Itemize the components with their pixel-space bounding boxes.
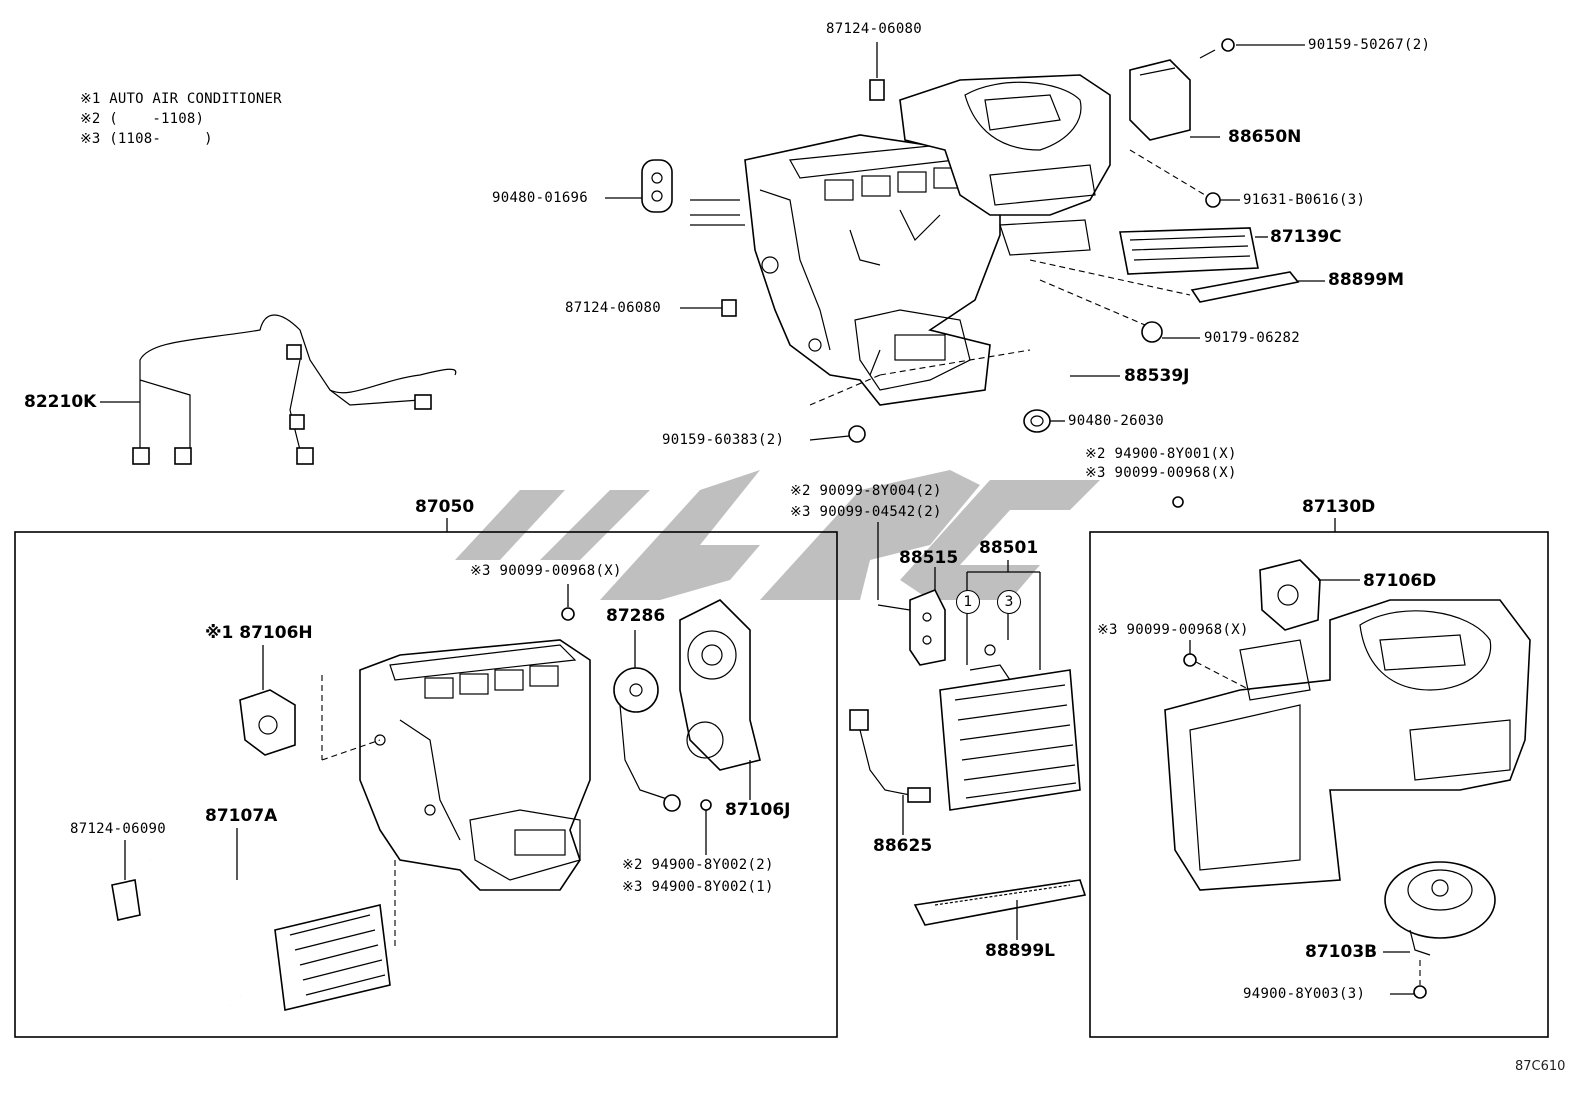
foam-pad-mid: [721, 299, 737, 317]
watermark-logo: [455, 470, 1100, 600]
sensor-88625: [849, 709, 931, 803]
label-87130D: 87130D: [1302, 497, 1376, 517]
cover-88899L: [913, 879, 1087, 926]
label-88539J: 88539J: [1124, 366, 1190, 386]
label-90099-00968-right: ※3 90099-00968(X): [1097, 622, 1249, 638]
label-94900-8Y002-2: ※2 94900-8Y002(2): [622, 857, 774, 873]
evaporator-88501: [939, 664, 1081, 811]
heater-core-87107A: [149, 858, 391, 1011]
blower-unit-87130D: [1164, 599, 1531, 891]
label-87124-06080-top: 87124-06080: [826, 21, 923, 37]
label-90099-00968-left: ※3 90099-00968(X): [470, 563, 622, 579]
label-90159-60383: 90159-60383(2): [662, 432, 785, 448]
actuator-87106H: [239, 689, 296, 756]
callout-circle-3: 3: [997, 590, 1021, 614]
screw-94900-8Y001: [1172, 496, 1184, 508]
label-87106H: ※1 87106H: [205, 623, 313, 643]
actuator-87106D: [1259, 559, 1321, 631]
label-90159-50267: 90159-50267(2): [1308, 37, 1431, 53]
label-87106D: 87106D: [1363, 571, 1437, 591]
label-88515: 88515: [899, 548, 959, 568]
foam-87124-06090: [111, 879, 141, 921]
bolt-90159-60383: [848, 425, 866, 443]
note-1: ※1 AUTO AIR CONDITIONER: [80, 91, 282, 107]
label-90099-00968-top-right: ※3 90099-00968(X): [1085, 465, 1237, 481]
label-94900-8Y002-3: ※3 94900-8Y002(1): [622, 879, 774, 895]
label-88899M: 88899M: [1328, 270, 1405, 290]
frame-87130D: [1089, 531, 1549, 1038]
actuator-87106J: [679, 599, 761, 771]
wire-harness-82210K: [132, 314, 457, 465]
label-87050: 87050: [415, 497, 475, 517]
frame-87050: [14, 531, 838, 1038]
label-88899L: 88899L: [985, 941, 1055, 961]
label-94900-8Y001: ※2 94900-8Y001(X): [1085, 446, 1237, 462]
diagram-code: 87C610: [1515, 1059, 1566, 1074]
heater-unit-87050: [359, 639, 591, 891]
label-82210K: 82210K: [24, 392, 97, 412]
nut-90179: [1141, 321, 1163, 343]
label-90480-01696: 90480-01696: [492, 190, 589, 206]
grommet-90480-01696: [641, 159, 673, 213]
callout-circle-1: 1: [956, 590, 980, 614]
foam-pad-top: [869, 79, 885, 101]
motor-87286: [613, 667, 681, 812]
expansion-valve-88515: [877, 588, 946, 666]
label-88650N: 88650N: [1228, 127, 1302, 147]
label-88501: 88501: [979, 538, 1039, 558]
label-87103B: 87103B: [1305, 942, 1378, 962]
screw-90099-right: [1183, 653, 1197, 667]
drain-hose-88539J: [1009, 311, 1072, 411]
grommet-90480-26030: [1023, 409, 1051, 433]
label-88625: 88625: [873, 836, 933, 856]
cover-88899M: [1190, 271, 1300, 303]
filter-87139C: [1119, 227, 1259, 275]
label-87286: 87286: [606, 606, 666, 626]
label-90480-26030: 90480-26030: [1068, 413, 1165, 429]
blower-motor-87103B: [1384, 861, 1496, 956]
note-2: ※2 ( -1108): [80, 111, 205, 127]
label-90179-06282: 90179-06282: [1204, 330, 1301, 346]
label-94900-8Y003: 94900-8Y003(3): [1243, 986, 1366, 1002]
screw-91631: [1205, 192, 1221, 208]
label-90099-8Y004: ※2 90099-8Y004(2): [790, 483, 942, 499]
label-87124-06080-mid: 87124-06080: [565, 300, 662, 316]
screw-94900-8Y002: [700, 799, 712, 811]
label-91631-B0616: 91631-B0616(3): [1243, 192, 1366, 208]
label-87124-06090: 87124-06090: [70, 821, 167, 837]
label-90099-04542: ※3 90099-04542(2): [790, 504, 942, 520]
amplifier-88650N: [1129, 38, 1235, 141]
hvac-unit-top: [690, 74, 1111, 406]
screw-90099-left: [561, 607, 575, 621]
screw-94900-8Y003: [1413, 985, 1427, 999]
label-87106J: 87106J: [725, 800, 791, 820]
label-87107A: 87107A: [205, 806, 278, 826]
label-87139C: 87139C: [1270, 227, 1342, 247]
note-3: ※3 (1108- ): [80, 131, 213, 147]
